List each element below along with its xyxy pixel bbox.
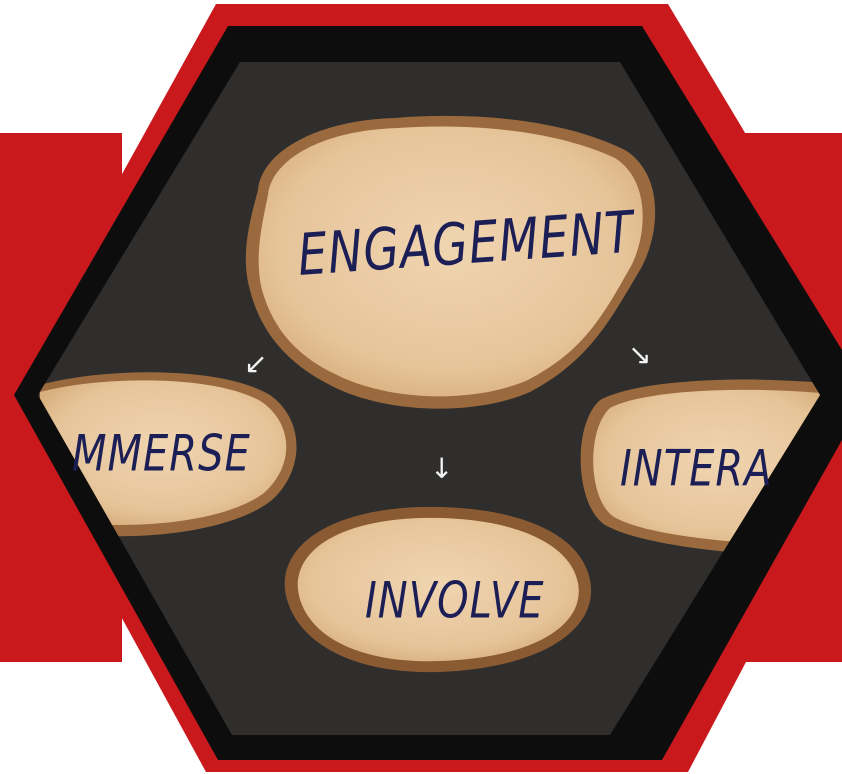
arrow-down-left-icon: ↙ xyxy=(244,347,268,380)
arrow-down-right-icon: ↘ xyxy=(628,338,652,371)
left-wood-slice xyxy=(40,380,287,525)
main-wood-slice xyxy=(258,126,643,397)
interact-label: INTERA xyxy=(620,440,773,498)
arrow-down-icon: ↓ xyxy=(430,452,454,485)
immerse-label: MMERSE xyxy=(72,425,251,483)
bottom-wood-slice xyxy=(297,517,579,662)
involve-label: INVOLVE xyxy=(365,572,545,630)
